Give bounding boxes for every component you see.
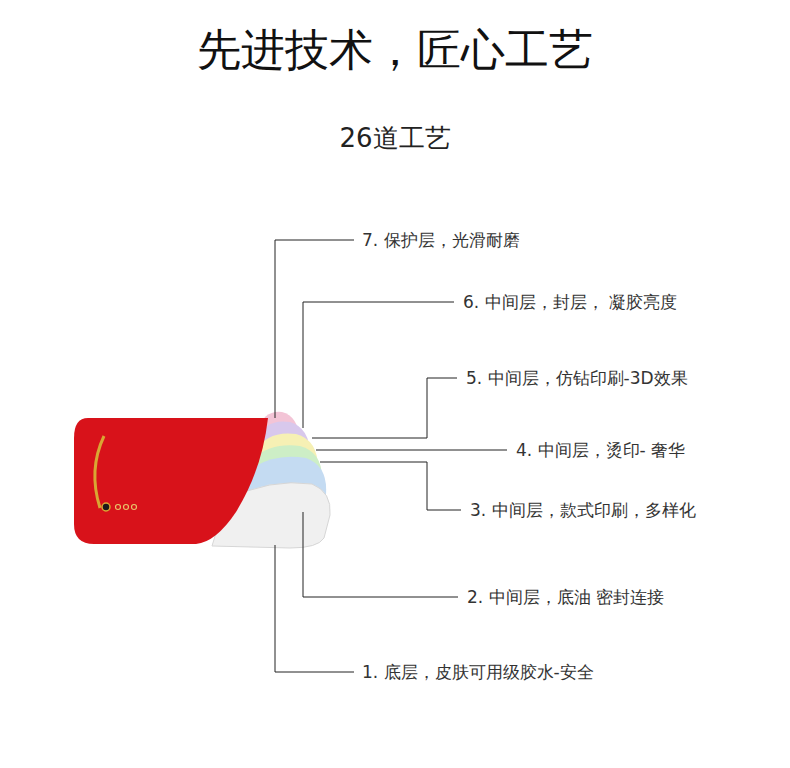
leader-line (275, 545, 354, 672)
gold-dot (132, 505, 137, 510)
black-dot (102, 503, 110, 511)
leader-line (316, 450, 507, 451)
leader-line (303, 302, 454, 428)
callout-label: 7. 保护层，光滑耐磨 (360, 229, 522, 252)
callout-label: 3. 中间层，款式印刷，多样化 (468, 499, 698, 522)
leader-line (275, 240, 354, 418)
leader-line (312, 378, 457, 438)
callout-label: 5. 中间层，仿钻印刷-3D效果 (464, 367, 690, 390)
callout-label: 1. 底层，皮肤可用级胶水-安全 (360, 661, 596, 684)
callout-label: 6. 中间层，封层， 凝胶亮度 (461, 291, 679, 314)
leader-line (320, 462, 461, 510)
nail-layers (74, 412, 330, 548)
gold-dot (124, 505, 129, 510)
page-title: 先进技术，匠心工艺 (0, 21, 790, 80)
gold-dot (116, 505, 121, 510)
leader-line (303, 512, 458, 597)
callout-label: 2. 中间层，底油 密封连接 (465, 586, 666, 609)
callout-label: 4. 中间层，烫印- 奢华 (514, 439, 687, 462)
subtitle: 26道工艺 (0, 121, 790, 156)
gold-arc (95, 436, 104, 508)
nail-tip (74, 418, 268, 544)
